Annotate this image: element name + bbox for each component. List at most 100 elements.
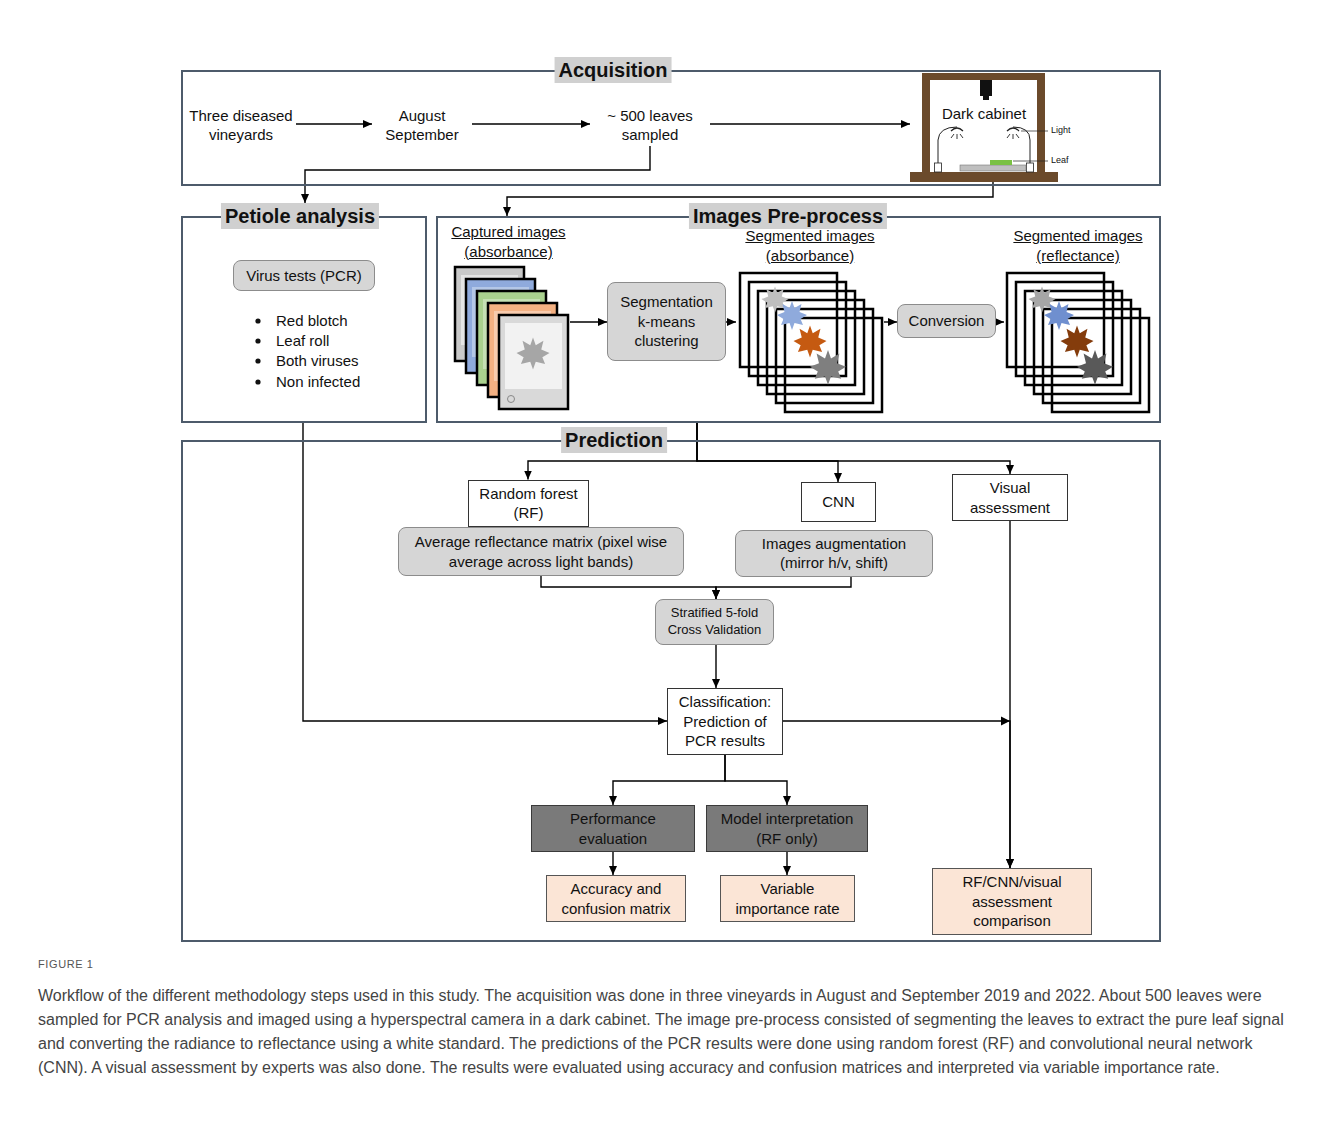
- node-text: Accuracy and confusion matrix: [553, 879, 679, 918]
- step-text: Three diseased vineyards: [186, 104, 296, 146]
- image-frame: [740, 273, 837, 367]
- result-box: RF/CNN/visual assessment comparison: [932, 868, 1092, 935]
- connector-arrow: [296, 123, 372, 124]
- segmented-reflectance-leaves: [1029, 287, 1114, 385]
- node-text: Classification: Prediction of PCR result…: [672, 692, 778, 751]
- lamp-stand: [1027, 163, 1034, 172]
- image-card: [499, 315, 568, 409]
- image-card-inner: [505, 323, 562, 389]
- result-box: Accuracy and confusion matrix: [546, 875, 686, 922]
- node-text: Stratified 5-fold Cross Validation: [662, 605, 767, 639]
- method-box: Visual assessment: [952, 474, 1068, 521]
- cabinet-post: [1037, 73, 1045, 175]
- process-box: Stratified 5-fold Cross Validation: [655, 599, 774, 645]
- bullet: [255, 379, 260, 384]
- connector-arrow: [786, 852, 787, 875]
- image-frame: [1034, 300, 1131, 394]
- node-text: Segmentation k-means clustering: [614, 292, 719, 351]
- node-text: ~ 500 leaves sampled: [590, 106, 710, 145]
- bullet: [255, 358, 260, 363]
- node-text: Conversion: [904, 311, 989, 331]
- node-text: Visual assessment: [959, 478, 1061, 517]
- panel-heading: Acquisition: [555, 57, 672, 83]
- connector-arrow: [472, 123, 590, 124]
- connector-arrow: [884, 321, 897, 322]
- bullet-dots: [255, 318, 260, 384]
- image-stack: Segmented images (reflectance): [1004, 226, 1152, 414]
- connector-arrow: [541, 576, 716, 599]
- connector-arrow: [996, 321, 1004, 322]
- image-frame: [1007, 273, 1104, 367]
- leaf-shape: [517, 338, 550, 370]
- section-panel: Images Pre-processCaptured images (absor…: [436, 216, 1161, 423]
- node-text: Three diseased vineyards: [186, 106, 296, 145]
- connector-arrow: [613, 755, 725, 805]
- section-panel: AcquisitionThree diseased vineyardsAugus…: [181, 70, 1161, 186]
- leaf-sample: [990, 160, 1012, 165]
- process-box: Segmentation k-means clustering: [607, 282, 726, 361]
- method-box: Random forest (RF): [468, 480, 589, 527]
- cabinet-frame: [922, 73, 1045, 80]
- node-text: Performance evaluation: [538, 809, 688, 848]
- panel-heading: Petiole analysis: [221, 203, 379, 229]
- step-text: ~ 500 leaves sampled: [590, 104, 710, 146]
- node-text: Segmented images (reflectance): [1004, 226, 1152, 265]
- captured-image-stack: [455, 267, 568, 409]
- bullet: [255, 318, 260, 323]
- connector-arrow: [725, 755, 787, 805]
- connector-arrow: [715, 645, 716, 688]
- node-text: CNN: [808, 492, 869, 512]
- process-box: Conversion: [897, 304, 996, 338]
- segmented-absorbance-leaves: [762, 287, 847, 385]
- label-text: FIGURE 1: [38, 957, 94, 971]
- method-box: CNN: [801, 482, 876, 522]
- bullet: [255, 338, 260, 343]
- label-text: Leaf: [1051, 155, 1069, 167]
- connector-arrow: [697, 423, 838, 482]
- panel-heading: Prediction: [561, 427, 667, 453]
- lamp-symbol: [1007, 128, 1019, 131]
- connector-arrow: [1009, 521, 1010, 868]
- connector-arrow: [710, 123, 910, 124]
- connector-arrow: [305, 146, 650, 203]
- node-text: Virus tests (PCR): [240, 266, 368, 286]
- image-frame: [1052, 318, 1149, 412]
- result-box: Variable importance rate: [720, 875, 855, 922]
- lamp-stand: [935, 163, 942, 172]
- node-text: Dark cabinet: [910, 104, 1058, 124]
- leaf-shape: [1061, 326, 1094, 358]
- section-panel: PredictionRandom forest (RF)Average refl…: [181, 440, 1161, 942]
- node-text: RF/CNN/visual assessment comparison: [939, 872, 1085, 931]
- label-text: Leaf roll: [276, 331, 329, 351]
- node-text: Random forest (RF): [475, 484, 582, 523]
- process-box: Virus tests (PCR): [233, 260, 375, 291]
- leader-line: [1021, 131, 1048, 132]
- node-text: Variable importance rate: [727, 879, 848, 918]
- camera-body: [980, 80, 992, 96]
- cabinet-post: [922, 73, 930, 175]
- segmented-absorbance-stack: [740, 273, 882, 412]
- figure-caption: Workflow of the different methodology st…: [38, 984, 1300, 1080]
- leaf-shape: [1077, 350, 1113, 385]
- leaf-shape: [810, 350, 846, 385]
- evaluation-box: Performance evaluation: [531, 805, 695, 852]
- panel-heading: Images Pre-process: [689, 203, 887, 229]
- node-text: August September: [372, 106, 472, 145]
- label-text: Both viruses: [276, 351, 359, 371]
- image-frame: [785, 318, 882, 412]
- method-box: Classification: Prediction of PCR result…: [667, 688, 783, 755]
- evaluation-box: Model interpretation (RF only): [706, 805, 868, 852]
- image-frame: [767, 300, 864, 394]
- cabinet-illustration: [910, 73, 1058, 182]
- node-text: Images augmentation (mirror h/v, shift): [744, 534, 924, 573]
- connector-arrow: [570, 321, 607, 322]
- lamp-rays: [1007, 134, 1019, 139]
- connector-arrow: [612, 852, 613, 875]
- process-box: Average reflectance matrix (pixel wise a…: [398, 527, 684, 576]
- lamp-wire: [938, 127, 957, 164]
- connector-arrow: [697, 423, 1010, 474]
- leaf-shape: [794, 326, 827, 358]
- leaf-shape: [777, 301, 807, 330]
- image-stack: Segmented images (absorbance): [736, 226, 884, 414]
- cabinet-node: Dark cabinet: [910, 72, 1058, 182]
